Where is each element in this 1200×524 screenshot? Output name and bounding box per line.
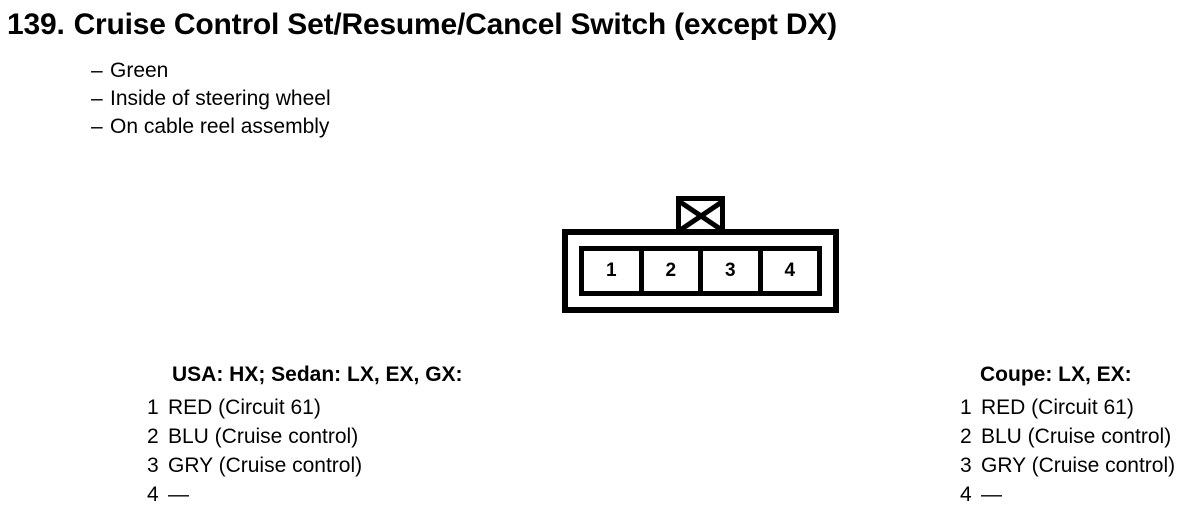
pinout-legend-usa-sedan: USA: HX; Sedan: LX, EX, GX: 1 RED (Circui… [147,362,463,509]
pinout-pin-number: 2 [960,425,972,448]
pinout-pin-number: 3 [147,454,159,477]
pinout-description: RED (Circuit 61) [981,396,1134,419]
page-title: 139.Cruise Control Set/Resume/Cancel Swi… [7,7,837,43]
legend-heading: USA: HX; Sedan: LX, EX, GX: [172,363,463,386]
pinout-pin-number: 2 [147,425,159,448]
dash-icon: – [91,87,103,110]
connector-pin-1: 1 [584,251,644,291]
pinout-description: RED (Circuit 61) [168,396,321,419]
page-title-number: 139. [7,8,65,41]
connector-pin-3: 3 [703,251,763,291]
list-item: –Inside of steering wheel [91,85,331,113]
dash-icon: – [91,59,103,82]
connector-locking-tab [676,196,725,231]
pinout-description: GRY (Cruise control) [168,454,363,477]
pinout-description: GRY (Cruise control) [981,454,1176,477]
pinout-description: — [168,483,189,506]
connector-cavity-row: 1 2 3 4 [579,246,822,296]
note-text: Green [110,59,169,82]
pinout-row: 4— [147,480,463,509]
pinout-row: 3 GRY (Cruise control) [147,451,463,480]
pinout-pin-number: 3 [960,454,972,477]
list-item: –Green [91,57,331,85]
pinout-description: — [981,483,1002,506]
pinout-pin-number: 1 [960,396,972,419]
dash-icon: – [91,115,103,138]
pinout-description: BLU (Cruise control) [981,425,1172,448]
connector-pin-4: 4 [762,251,817,291]
note-list: –Green –Inside of steering wheel –On cab… [91,57,331,141]
page-title-text: Cruise Control Set/Resume/Cancel Switch … [73,8,838,41]
pinout-legend-coupe: Coupe: LX, EX: 1 RED (Circuit 61) 2 BLU (C… [960,362,1175,509]
list-item: –On cable reel assembly [91,113,331,141]
pinout-row: 1 RED (Circuit 61) [147,393,463,422]
connector-diagram: 1 2 3 4 [562,196,839,313]
connector-pin-2: 2 [643,251,703,291]
legend-heading: Coupe: LX, EX: [980,363,1132,386]
pinout-row: 2 BLU (Cruise control) [960,422,1175,451]
pinout-row: 4— [960,480,1175,509]
pinout-pin-number: 4 [147,483,159,506]
pinout-row: 2 BLU (Cruise control) [147,422,463,451]
note-text: On cable reel assembly [110,115,330,138]
pinout-row: 1 RED (Circuit 61) [960,393,1175,422]
connector-housing: 1 2 3 4 [562,229,839,313]
pinout-description: BLU (Cruise control) [168,425,359,448]
note-text: Inside of steering wheel [110,87,331,110]
pinout-row: 3 GRY (Cruise control) [960,451,1175,480]
pinout-pin-number: 4 [960,483,972,506]
pinout-pin-number: 1 [147,396,159,419]
